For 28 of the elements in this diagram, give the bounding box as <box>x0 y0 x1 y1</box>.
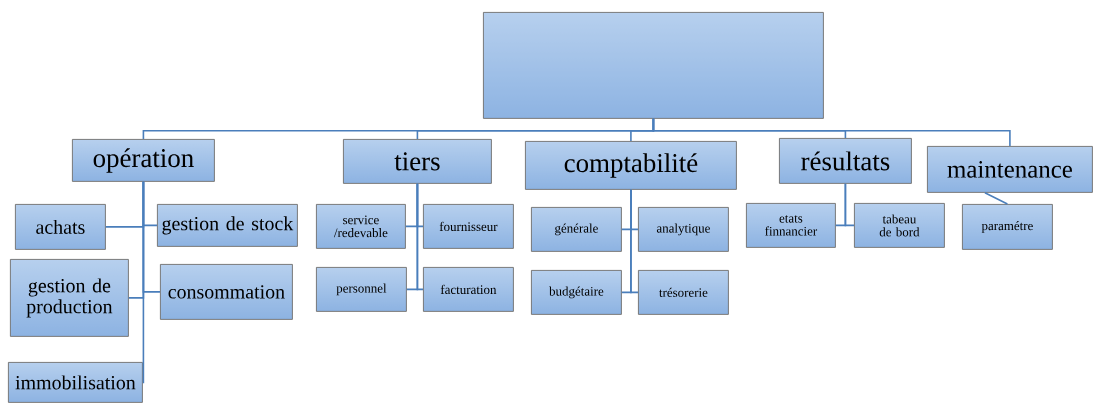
connector-line <box>142 181 145 384</box>
module-box: achats <box>15 204 106 250</box>
module-box: personnel <box>316 267 407 312</box>
category-box: maintenance <box>927 146 1093 193</box>
module-box: service /redevable <box>316 204 406 249</box>
module-box: facturation <box>423 267 514 312</box>
module-box: gestion de production <box>10 259 129 337</box>
module-box: budgétaire <box>531 270 622 315</box>
category-box: comptabilité <box>525 141 737 190</box>
connector-line <box>844 183 855 227</box>
category-box: résultats <box>779 138 912 184</box>
category-box: tiers <box>343 139 492 184</box>
connector-line <box>416 183 424 291</box>
module-box: générale <box>531 207 622 252</box>
connector-line <box>630 189 639 294</box>
module-box: etats finnancier <box>746 203 836 248</box>
module-box: consommation <box>160 264 293 320</box>
module-box: paramétre <box>962 204 1053 250</box>
module-box: trésorerie <box>638 270 729 315</box>
module-box: immobilisation <box>8 362 143 403</box>
connector-line <box>984 192 1009 205</box>
category-box: opération <box>72 139 215 182</box>
root-box <box>483 12 824 119</box>
module-box: analytique <box>638 207 729 252</box>
connector-line <box>652 118 1011 147</box>
module-box: tabeau de bord <box>854 203 945 248</box>
module-box: fournisseur <box>423 204 514 249</box>
module-box: gestion de stock <box>157 204 298 247</box>
